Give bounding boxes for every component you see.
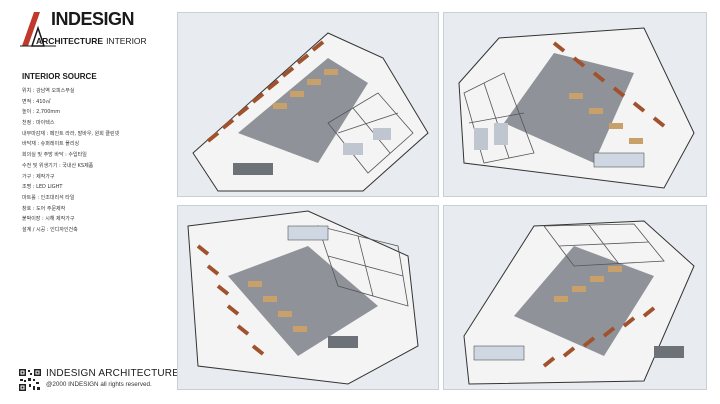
- spec-item: 설계 / 시공 : 인디자인건축: [22, 226, 78, 233]
- spec-item: 천정 : 마이텍스: [22, 120, 55, 127]
- spec-item: 붙박이장 : 시해 제작가구: [22, 216, 75, 223]
- copyright-text: @2000 INDESIGN all rights reserved.: [46, 381, 152, 388]
- spec-list: 위치 : 강남역 오피스무실 면적 : 410㎡ 높이 : 2,700mm 천정…: [22, 86, 167, 236]
- office-render-image: [187, 210, 419, 385]
- spec-item: 가구 : 제작가구: [22, 173, 55, 180]
- spec-item: 내부마감재 : 페인트 라라, 발바우, 원회 클린넷: [22, 130, 120, 137]
- render-bottom-left: [177, 205, 439, 390]
- qr-code-icon: [18, 368, 42, 392]
- logo-subtitle-main: ARCHITECTURE: [36, 36, 104, 46]
- render-top-right: [443, 12, 707, 197]
- spec-item: 창호 : 도어 주문제작: [22, 205, 66, 212]
- spec-item: 바닥재 : 슈퍼레이트 폴리싱: [22, 141, 80, 148]
- spec-item: 위치 : 강남역 오피스무실: [22, 88, 75, 94]
- logo-wordmark: INDESIGN: [51, 9, 135, 29]
- spec-item: 마트롤 : 인조대리석 타일: [22, 194, 75, 201]
- office-render-image: [192, 32, 429, 192]
- company-name: INDESIGN ARCHITECTURE: [46, 368, 180, 379]
- logo-mark-icon: [20, 12, 56, 47]
- office-render-image: [463, 220, 695, 385]
- logo-subtitle-sub: INTERIOR: [106, 36, 147, 46]
- render-top-left: [177, 12, 439, 197]
- spec-item: 면적 : 410㎡: [22, 98, 51, 105]
- office-render-image: [458, 27, 695, 189]
- spec-item: 조명 : LED LIGHT: [22, 184, 63, 191]
- spec-item: 수전 및 위생기기 : 국내산 KS제품: [22, 162, 94, 169]
- spec-item: 회의실 및 주방 바닥 : 수입타일: [22, 152, 87, 159]
- spec-item: 높이 : 2,700mm: [22, 109, 61, 116]
- section-title: INTERIOR SOURCE: [22, 72, 97, 81]
- render-bottom-right: [443, 205, 707, 390]
